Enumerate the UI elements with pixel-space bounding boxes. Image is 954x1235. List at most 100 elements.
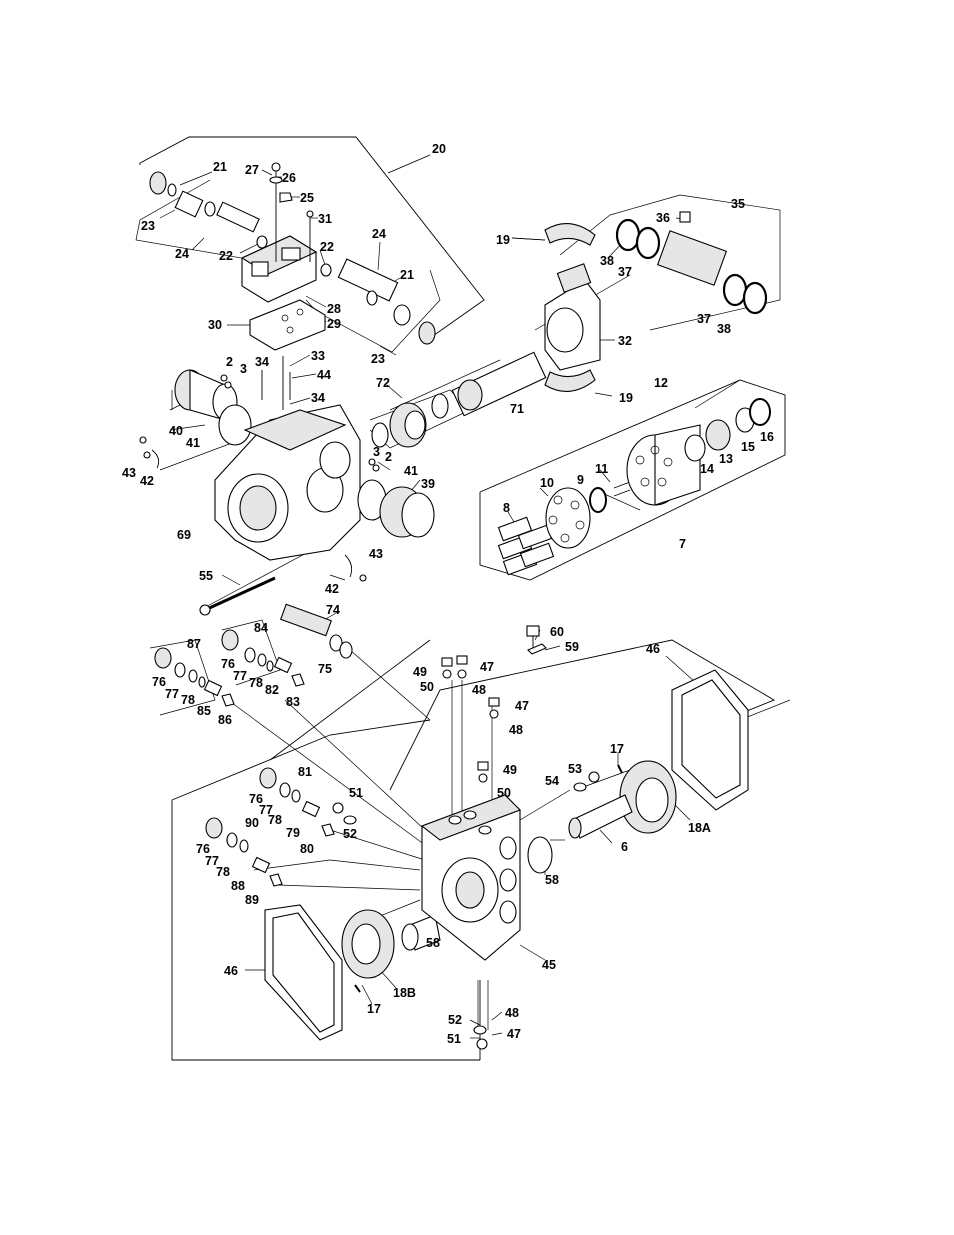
callout-82: 82	[265, 683, 279, 697]
callout-50: 50	[497, 786, 511, 800]
callout-50: 50	[420, 680, 434, 694]
callout-58: 58	[545, 873, 559, 887]
callout-78: 78	[268, 813, 282, 827]
callout-53: 53	[568, 762, 582, 776]
callout-78: 78	[181, 693, 195, 707]
callout-17: 17	[367, 1002, 381, 1016]
callout-72: 72	[376, 376, 390, 390]
callout-60: 60	[550, 625, 564, 639]
callout-90: 90	[245, 816, 259, 830]
callout-51: 51	[447, 1032, 461, 1046]
callout-58: 58	[426, 936, 440, 950]
callout-81: 81	[298, 765, 312, 779]
callout-2: 2	[226, 355, 233, 369]
callout-22: 22	[219, 249, 233, 263]
callout-38: 38	[717, 322, 731, 336]
callout-78: 78	[216, 865, 230, 879]
callout-39: 39	[421, 477, 435, 491]
callout-40: 40	[169, 424, 183, 438]
callout-19: 19	[619, 391, 633, 405]
callout-49: 49	[413, 665, 427, 679]
callout-17: 17	[610, 742, 624, 756]
callout-24: 24	[175, 247, 189, 261]
callout-54: 54	[545, 774, 559, 788]
callout-19: 19	[496, 233, 510, 247]
callout-37: 37	[618, 265, 632, 279]
callout-2: 2	[385, 450, 392, 464]
callout-22: 22	[320, 240, 334, 254]
callout-30: 30	[208, 318, 222, 332]
callout-27: 27	[245, 163, 259, 177]
callout-59: 59	[565, 640, 579, 654]
callout-34: 34	[255, 355, 269, 369]
callout-33: 33	[311, 349, 325, 363]
callout-25: 25	[300, 191, 314, 205]
callout-3: 3	[373, 445, 380, 459]
callout-43: 43	[369, 547, 383, 561]
callout-85: 85	[197, 704, 211, 718]
callout-labels: 20 21 27 26 25 31 23 24 22 24 22 21 28 2…	[122, 142, 774, 1046]
callout-41: 41	[404, 464, 418, 478]
callout-23: 23	[141, 219, 155, 233]
callout-52: 52	[343, 827, 357, 841]
callout-38: 38	[600, 254, 614, 268]
callout-18B: 18B	[393, 986, 416, 1000]
callout-37: 37	[697, 312, 711, 326]
callout-84: 84	[254, 621, 268, 635]
callout-42: 42	[325, 582, 339, 596]
callout-75: 75	[318, 662, 332, 676]
callout-3: 3	[240, 362, 247, 376]
callout-83: 83	[286, 695, 300, 709]
callout-8: 8	[503, 501, 510, 515]
callout-18A: 18A	[688, 821, 711, 835]
callout-77: 77	[165, 687, 179, 701]
callout-21: 21	[213, 160, 227, 174]
callout-76: 76	[221, 657, 235, 671]
callout-31: 31	[318, 212, 332, 226]
callout-15: 15	[741, 440, 755, 454]
callout-32: 32	[618, 334, 632, 348]
callout-16: 16	[760, 430, 774, 444]
callout-69: 69	[177, 528, 191, 542]
parts	[139, 162, 771, 1050]
callout-87: 87	[187, 637, 201, 651]
callout-77: 77	[205, 854, 219, 868]
callout-51: 51	[349, 786, 363, 800]
callout-26: 26	[282, 171, 296, 185]
callout-42: 42	[140, 474, 154, 488]
callout-28: 28	[327, 302, 341, 316]
callout-55: 55	[199, 569, 213, 583]
callout-6: 6	[621, 840, 628, 854]
callout-11: 11	[595, 462, 608, 476]
callout-80: 80	[300, 842, 314, 856]
callout-71: 71	[510, 402, 524, 416]
callout-20: 20	[432, 142, 446, 156]
callout-46: 46	[646, 642, 660, 656]
callout-45: 45	[542, 958, 556, 972]
callout-47: 47	[507, 1027, 521, 1041]
callout-89: 89	[245, 893, 259, 907]
callout-9: 9	[577, 473, 584, 487]
callout-24: 24	[372, 227, 386, 241]
callout-14: 14	[700, 462, 714, 476]
callout-86: 86	[218, 713, 232, 727]
callout-23: 23	[371, 352, 385, 366]
callout-10: 10	[540, 476, 554, 490]
callout-47: 47	[515, 699, 529, 713]
callout-48: 48	[509, 723, 523, 737]
callout-12: 12	[654, 376, 668, 390]
callout-41: 41	[186, 436, 200, 450]
callout-76: 76	[152, 675, 166, 689]
callout-77: 77	[233, 669, 247, 683]
callout-47: 47	[480, 660, 494, 674]
callout-78: 78	[249, 676, 263, 690]
callout-7: 7	[679, 537, 686, 551]
callout-48: 48	[472, 683, 486, 697]
callout-77: 77	[259, 803, 273, 817]
callout-88: 88	[231, 879, 245, 893]
callout-76: 76	[249, 792, 263, 806]
callout-44: 44	[317, 368, 331, 382]
callout-29: 29	[327, 317, 341, 331]
